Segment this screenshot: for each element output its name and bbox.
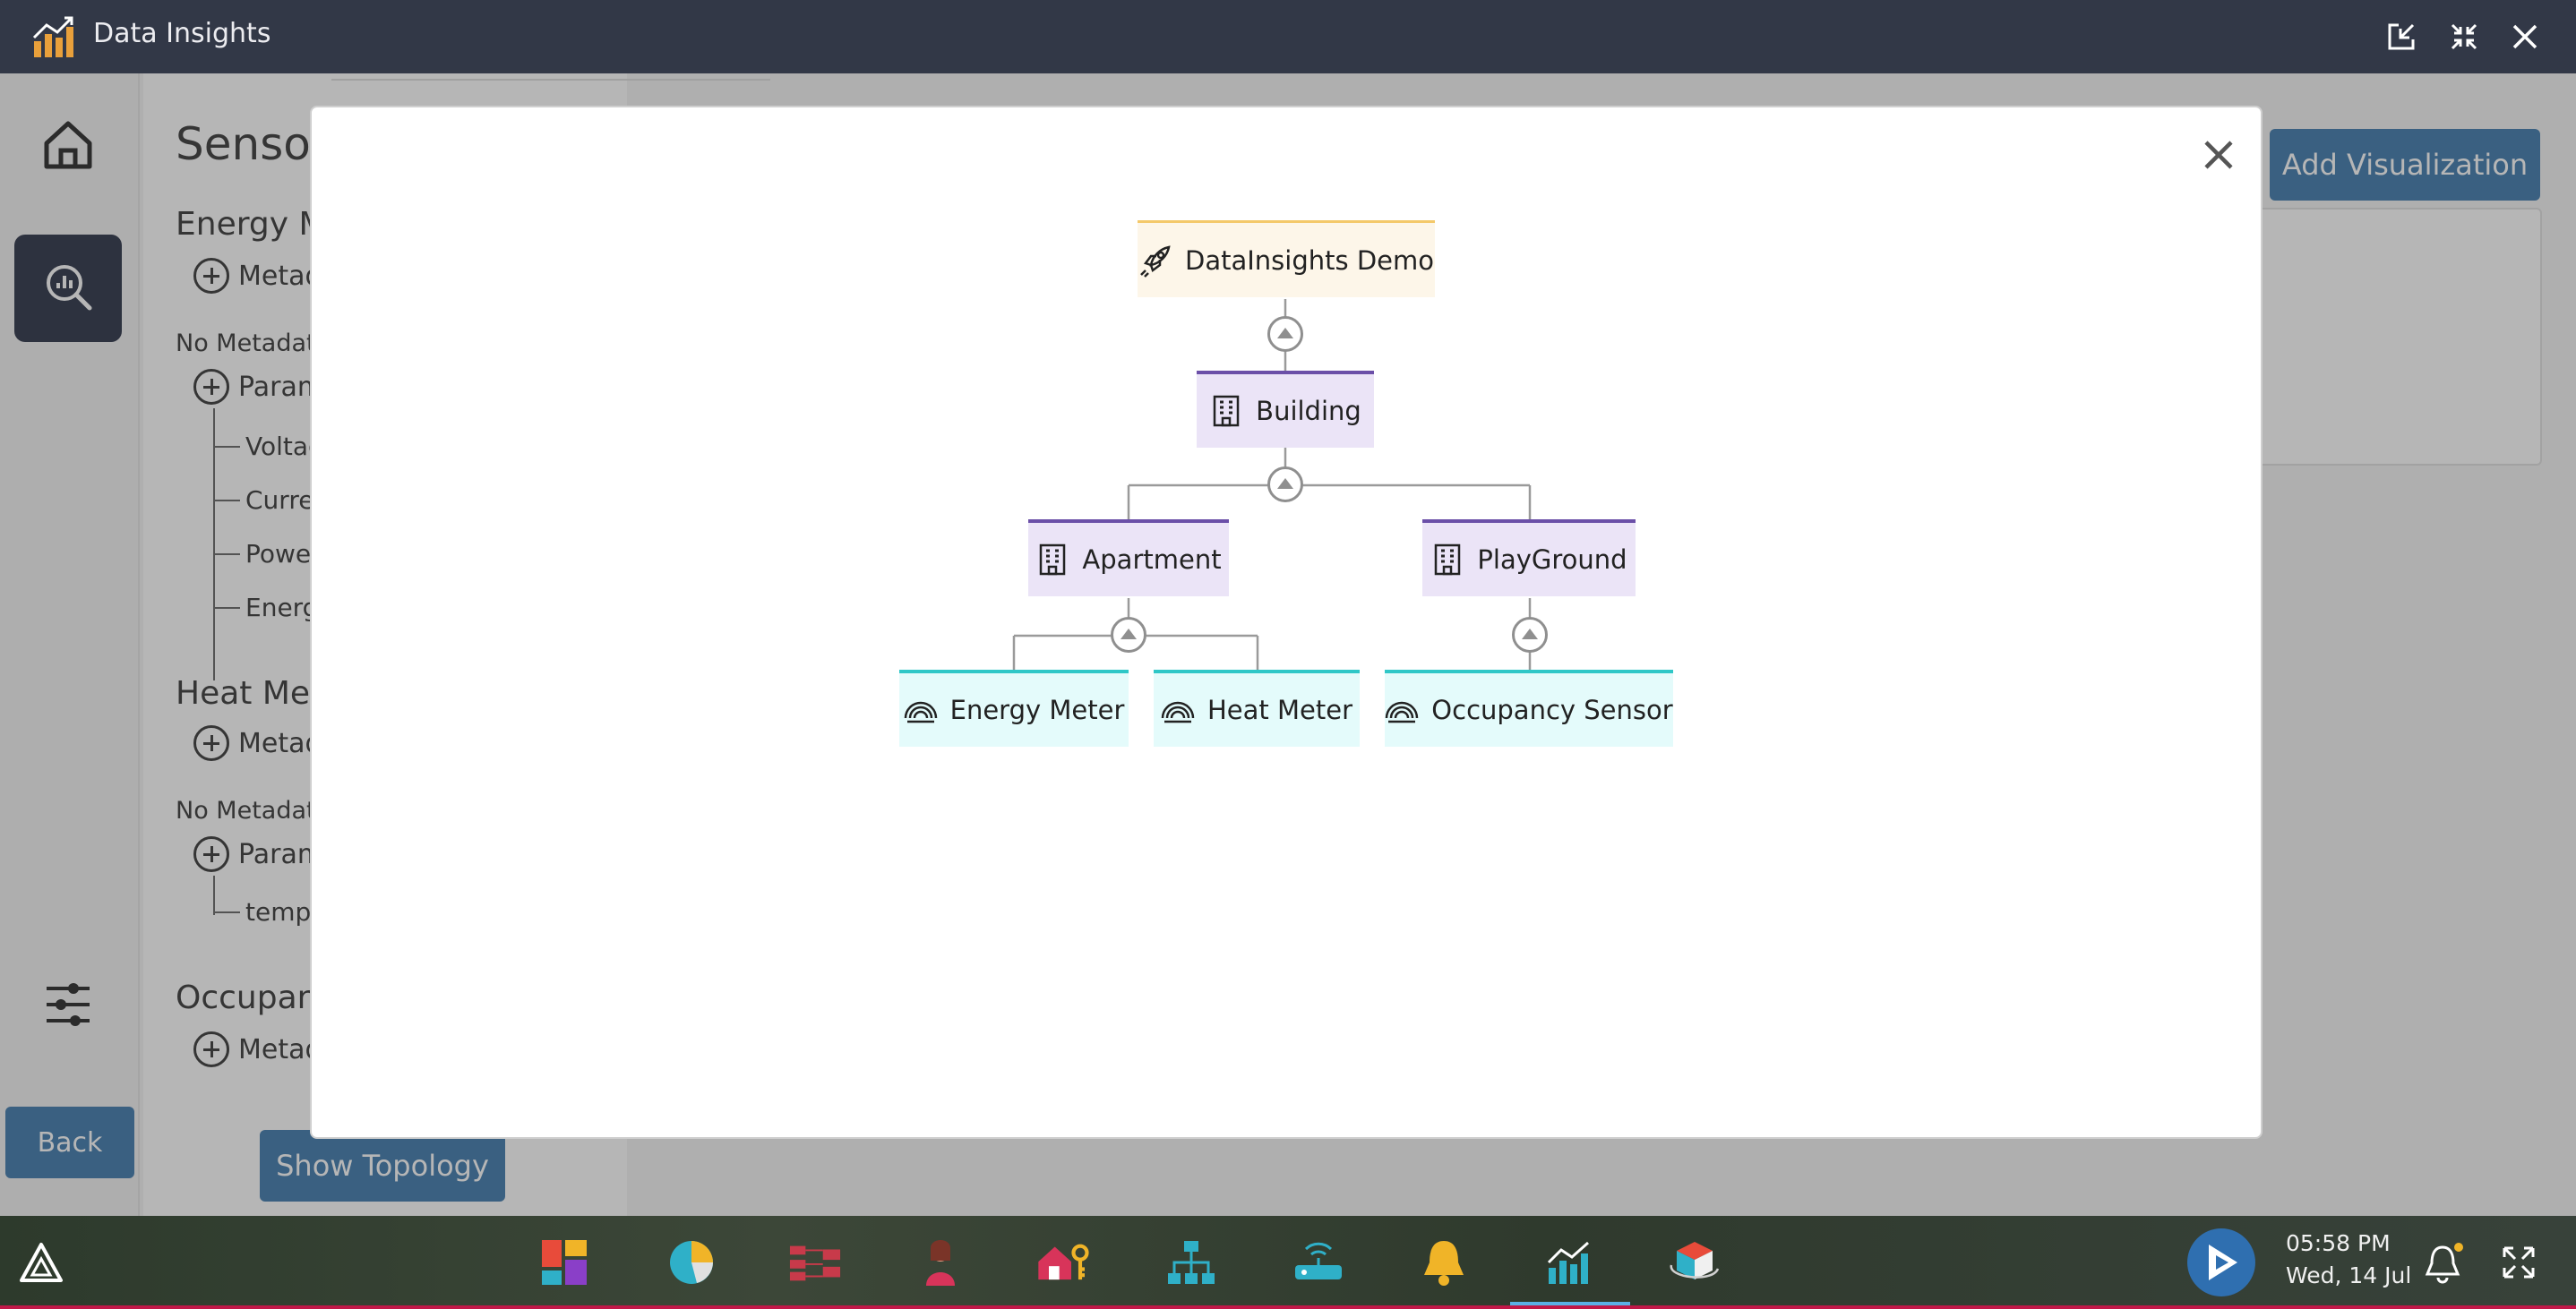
section-title: Energy M xyxy=(176,206,327,243)
node-label: DataInsights Demo xyxy=(1185,244,1434,276)
topology-node-playground[interactable]: PlayGround xyxy=(1422,519,1636,596)
add-metadata-button[interactable]: Metad xyxy=(193,258,322,294)
plus-icon xyxy=(193,258,229,294)
active-app-indicator xyxy=(1510,1302,1630,1305)
window-titlebar: Data Insights xyxy=(0,0,2576,73)
launcher-icon[interactable] xyxy=(14,1236,68,1289)
flow-icon[interactable] xyxy=(788,1236,842,1289)
add-metadata-button[interactable]: Metad xyxy=(193,1031,322,1067)
divider xyxy=(331,79,770,81)
node-label: Occupancy Sensor xyxy=(1431,695,1673,725)
brand-logo[interactable] xyxy=(2187,1228,2255,1296)
parameter-item[interactable]: Energ xyxy=(213,593,318,622)
router-icon[interactable] xyxy=(1292,1236,1345,1289)
sensor-icon xyxy=(1161,693,1195,727)
section-title: Occupanc xyxy=(176,980,336,1016)
plus-icon xyxy=(193,1031,229,1067)
insights-nav-button[interactable] xyxy=(14,235,122,342)
add-visualization-button[interactable]: Add Visualization xyxy=(2270,129,2540,201)
taskbar: 05:58 PM Wed, 14 Jul xyxy=(0,1216,2576,1309)
add-metadata-button[interactable]: Metad xyxy=(193,725,322,761)
node-label: Heat Meter xyxy=(1206,695,1352,725)
node-label: PlayGround xyxy=(1477,544,1627,575)
plus-icon xyxy=(193,369,229,405)
node-label: Apartment xyxy=(1082,544,1222,575)
filters-nav-button[interactable] xyxy=(27,969,109,1044)
collapse-toggle[interactable] xyxy=(1267,466,1303,502)
parameters-label: Param xyxy=(238,838,324,870)
show-topology-button[interactable]: Show Topology xyxy=(260,1130,505,1202)
plus-icon xyxy=(193,836,229,872)
collapse-toggle[interactable] xyxy=(1111,617,1146,653)
metadata-label: Metad xyxy=(238,1033,322,1065)
minimize-icon[interactable] xyxy=(2445,18,2483,56)
bottom-strip xyxy=(0,1305,2576,1309)
left-navigation: Back xyxy=(0,73,140,1216)
building-icon xyxy=(1430,543,1464,577)
parameter-item[interactable]: Powe xyxy=(213,539,311,569)
data-insights-app-icon xyxy=(30,14,77,59)
sensor-icon xyxy=(1385,693,1419,727)
sensor-heading: Sensor xyxy=(176,118,330,170)
metadata-label: Metad xyxy=(238,727,322,759)
topology-node-building[interactable]: Building xyxy=(1197,371,1374,448)
topology-node-occupancy-sensor[interactable]: Occupancy Sensor xyxy=(1385,670,1673,747)
collapse-toggle[interactable] xyxy=(1267,316,1303,352)
modal-close-icon[interactable] xyxy=(2194,131,2243,179)
building-icon xyxy=(1035,543,1069,577)
topology-node-root[interactable]: DataInsights Demo xyxy=(1138,220,1435,297)
rocket-icon xyxy=(1138,244,1172,278)
popout-icon[interactable] xyxy=(2383,18,2420,56)
home-icon xyxy=(41,118,95,175)
parameter-item[interactable]: temp xyxy=(213,897,311,927)
user-icon[interactable] xyxy=(914,1236,967,1289)
sensor-icon xyxy=(904,693,938,727)
back-button[interactable]: Back xyxy=(5,1107,134,1178)
tree-line xyxy=(213,408,215,680)
topology-node-energy-meter[interactable]: Energy Meter xyxy=(899,670,1129,747)
window-title: Data Insights xyxy=(93,18,271,49)
fullscreen-icon[interactable] xyxy=(2492,1236,2546,1289)
search-chart-icon xyxy=(43,261,93,315)
topology-node-apartment[interactable]: Apartment xyxy=(1028,519,1229,596)
alarm-bell-icon[interactable] xyxy=(1417,1236,1471,1289)
clock-date: Wed, 14 Jul xyxy=(2286,1262,2412,1288)
close-icon[interactable] xyxy=(2506,18,2544,56)
metadata-label: Metad xyxy=(238,260,322,292)
topology-node-heat-meter[interactable]: Heat Meter xyxy=(1154,670,1360,747)
building-icon xyxy=(1209,394,1243,428)
3d-box-icon[interactable] xyxy=(1668,1236,1722,1289)
no-metadata-text: No Metadata xyxy=(176,797,331,825)
clock-time: 05:58 PM xyxy=(2286,1230,2391,1256)
dashboard-icon[interactable] xyxy=(537,1236,591,1289)
sliders-icon xyxy=(43,978,93,1035)
plus-icon xyxy=(193,725,229,761)
hierarchy-icon[interactable] xyxy=(1164,1236,1218,1289)
add-parameter-button[interactable]: Param xyxy=(193,836,323,872)
add-parameter-button[interactable]: Param xyxy=(193,369,323,405)
visualization-card xyxy=(2257,208,2542,466)
data-insights-icon[interactable] xyxy=(1542,1236,1596,1289)
node-label: Building xyxy=(1256,396,1361,426)
collapse-toggle[interactable] xyxy=(1512,617,1548,653)
no-metadata-text: No Metadata xyxy=(176,329,331,357)
smart-home-icon[interactable] xyxy=(1035,1236,1089,1289)
parameters-label: Param xyxy=(238,371,324,403)
home-button[interactable] xyxy=(27,109,109,184)
pie-chart-icon[interactable] xyxy=(665,1236,718,1289)
tree-line xyxy=(213,876,215,915)
notification-bell-icon[interactable] xyxy=(2418,1236,2472,1289)
node-label: Energy Meter xyxy=(949,695,1125,725)
